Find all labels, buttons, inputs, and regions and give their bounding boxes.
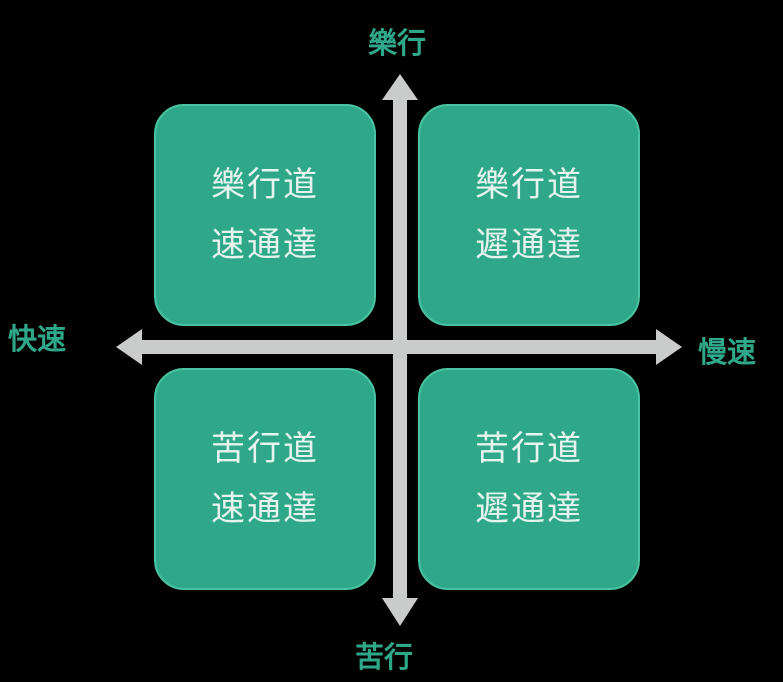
quadrant-bottom-left-line2: 速通達	[211, 489, 319, 529]
quadrant-bottom-left: 苦行道 速通達	[154, 368, 376, 590]
axis-label-top: 樂行	[368, 26, 427, 60]
arrow-right-icon	[656, 329, 682, 365]
quadrant-top-left: 樂行道 速通達	[154, 104, 376, 326]
quadrant-bottom-right-line2: 遲通達	[475, 489, 583, 529]
quadrant-top-left-line2: 速通達	[211, 225, 319, 265]
axis-label-left: 快速	[8, 322, 67, 356]
quadrant-bottom-right: 苦行道 遲通達	[418, 368, 640, 590]
axis-label-bottom: 苦行	[355, 640, 414, 674]
quadrant-bottom-right-line1: 苦行道	[475, 429, 583, 469]
quadrant-top-right-line2: 遲通達	[475, 225, 583, 265]
axis-label-right: 慢速	[698, 335, 757, 369]
vertical-axis-line	[393, 96, 407, 600]
arrow-up-icon	[382, 74, 418, 100]
quadrant-top-left-line1: 樂行道	[211, 165, 319, 205]
horizontal-axis-line	[136, 340, 662, 354]
quadrant-bottom-left-line1: 苦行道	[211, 429, 319, 469]
quadrant-top-right-line1: 樂行道	[475, 165, 583, 205]
arrow-down-icon	[382, 598, 418, 626]
arrow-left-icon	[116, 329, 142, 365]
quadrant-top-right: 樂行道 遲通達	[418, 104, 640, 326]
